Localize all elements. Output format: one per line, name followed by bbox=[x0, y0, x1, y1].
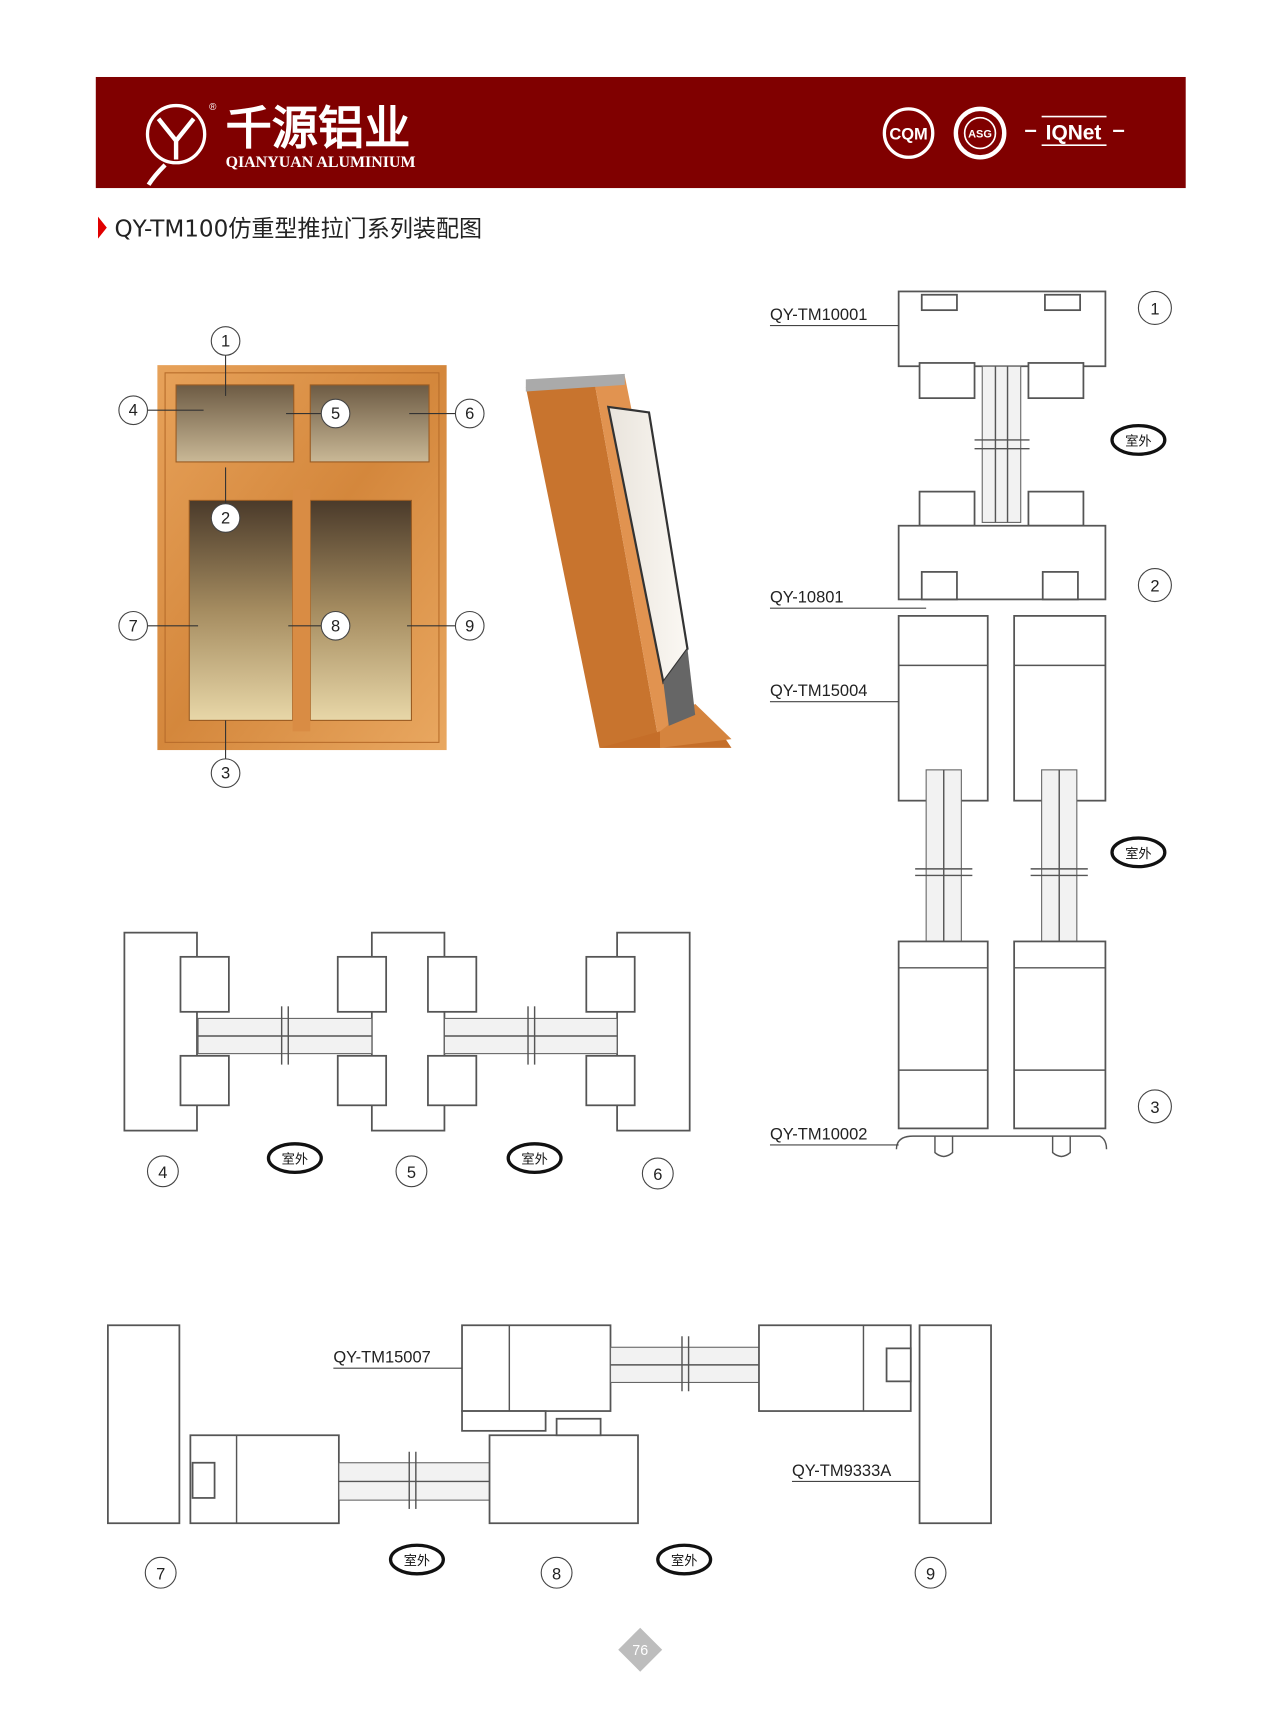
svg-text:5: 5 bbox=[407, 1164, 416, 1182]
section-callout-3: 3 bbox=[1137, 1089, 1172, 1124]
page-title: QY-TM100仿重型推拉门系列装配图 bbox=[114, 216, 482, 242]
horizontal-section-456 bbox=[123, 931, 691, 1132]
svg-text:ASG: ASG bbox=[968, 128, 992, 140]
svg-text:7: 7 bbox=[156, 1565, 165, 1583]
svg-text:8: 8 bbox=[331, 617, 340, 635]
svg-text:1: 1 bbox=[221, 332, 230, 350]
brand-name-en: QIANYUAN ALUMINIUM bbox=[226, 154, 416, 171]
part-label-qy-tm10002: QY-TM10002 bbox=[770, 1125, 867, 1143]
part-label-qy-10801: QY-10801 bbox=[770, 589, 844, 607]
svg-text:5: 5 bbox=[331, 405, 340, 423]
callout-8: 8 bbox=[320, 610, 351, 641]
svg-text:8: 8 bbox=[552, 1565, 561, 1583]
photo-callouts bbox=[147, 355, 456, 759]
section-callout-4: 4 bbox=[146, 1155, 179, 1188]
section-callout-1: 1 bbox=[1137, 290, 1172, 325]
horizontal-section-789 bbox=[107, 1324, 992, 1525]
title-marker-icon bbox=[97, 216, 107, 239]
section-callout-7: 7 bbox=[144, 1556, 177, 1589]
svg-text:1: 1 bbox=[1150, 301, 1159, 319]
vertical-section-drawing bbox=[895, 290, 1108, 1158]
vertical-section-labels bbox=[769, 324, 927, 1146]
svg-text:IQNet: IQNet bbox=[1046, 122, 1102, 145]
svg-text:室外: 室外 bbox=[671, 1552, 697, 1569]
outside-badge: 室外 bbox=[1110, 423, 1167, 456]
svg-text:4: 4 bbox=[129, 402, 138, 420]
svg-text:2: 2 bbox=[1150, 578, 1159, 596]
section-callout-5: 5 bbox=[395, 1155, 428, 1188]
part-label-qy-tm15004: QY-TM15004 bbox=[770, 682, 867, 700]
outside-badge: 室外 bbox=[656, 1543, 713, 1576]
section-callout-2: 2 bbox=[1137, 568, 1172, 603]
svg-text:6: 6 bbox=[465, 405, 474, 423]
svg-text:9: 9 bbox=[465, 617, 474, 635]
svg-text:室外: 室外 bbox=[1125, 845, 1151, 862]
brand-name-cn: 千源铝业 bbox=[226, 101, 411, 155]
brand-logo: ® 千源铝业 QIANYUAN ALUMINIUM bbox=[145, 101, 416, 186]
svg-text:9: 9 bbox=[926, 1565, 935, 1583]
callout-9: 9 bbox=[454, 610, 485, 641]
part-label-qy-tm9333a: QY-TM9333A bbox=[792, 1462, 891, 1480]
svg-text:室外: 室外 bbox=[404, 1552, 430, 1569]
svg-text:CQM: CQM bbox=[889, 126, 927, 144]
svg-text:室外: 室外 bbox=[1125, 432, 1151, 449]
svg-text:2: 2 bbox=[221, 510, 230, 528]
section-callout-9: 9 bbox=[914, 1556, 947, 1589]
svg-text:室外: 室外 bbox=[282, 1151, 308, 1168]
callout-1: 1 bbox=[210, 326, 241, 356]
outside-badge: 室外 bbox=[266, 1142, 323, 1175]
outside-badge: 室外 bbox=[1110, 836, 1167, 869]
window-photo bbox=[157, 365, 447, 751]
callout-5: 5 bbox=[320, 398, 351, 429]
svg-text:3: 3 bbox=[221, 765, 230, 783]
part-label-qy-tm15007: QY-TM15007 bbox=[333, 1349, 430, 1367]
section-callout-8: 8 bbox=[540, 1556, 573, 1589]
svg-text:7: 7 bbox=[129, 617, 138, 635]
svg-text:4: 4 bbox=[158, 1164, 167, 1182]
asg-cert-logo: ASG bbox=[953, 106, 1007, 160]
outside-badge: 室外 bbox=[388, 1543, 445, 1576]
outside-badge: 室外 bbox=[506, 1142, 563, 1175]
cqm-cert-logo: CQM bbox=[882, 107, 935, 159]
callout-2: 2 bbox=[210, 503, 241, 533]
callout-6: 6 bbox=[454, 398, 485, 429]
callout-3: 3 bbox=[210, 758, 241, 789]
svg-text:室外: 室外 bbox=[521, 1151, 547, 1168]
callout-7: 7 bbox=[118, 610, 149, 641]
section-callout-6: 6 bbox=[641, 1157, 674, 1190]
part-label-qy-tm10001: QY-TM10001 bbox=[770, 306, 867, 324]
header-banner: ® 千源铝业 QIANYUAN ALUMINIUM CQM ASG IQNet bbox=[95, 76, 1186, 189]
svg-text:3: 3 bbox=[1150, 1099, 1159, 1117]
svg-text:®: ® bbox=[209, 102, 217, 113]
page-number-badge: 76 bbox=[618, 1627, 663, 1672]
svg-text:6: 6 bbox=[653, 1166, 662, 1184]
page-number: 76 bbox=[632, 1643, 648, 1659]
callout-4: 4 bbox=[118, 395, 149, 426]
corner-profile-render bbox=[525, 373, 732, 748]
bottom-section-labels bbox=[333, 1367, 920, 1482]
iqnet-cert-logo: IQNet bbox=[1025, 115, 1125, 146]
